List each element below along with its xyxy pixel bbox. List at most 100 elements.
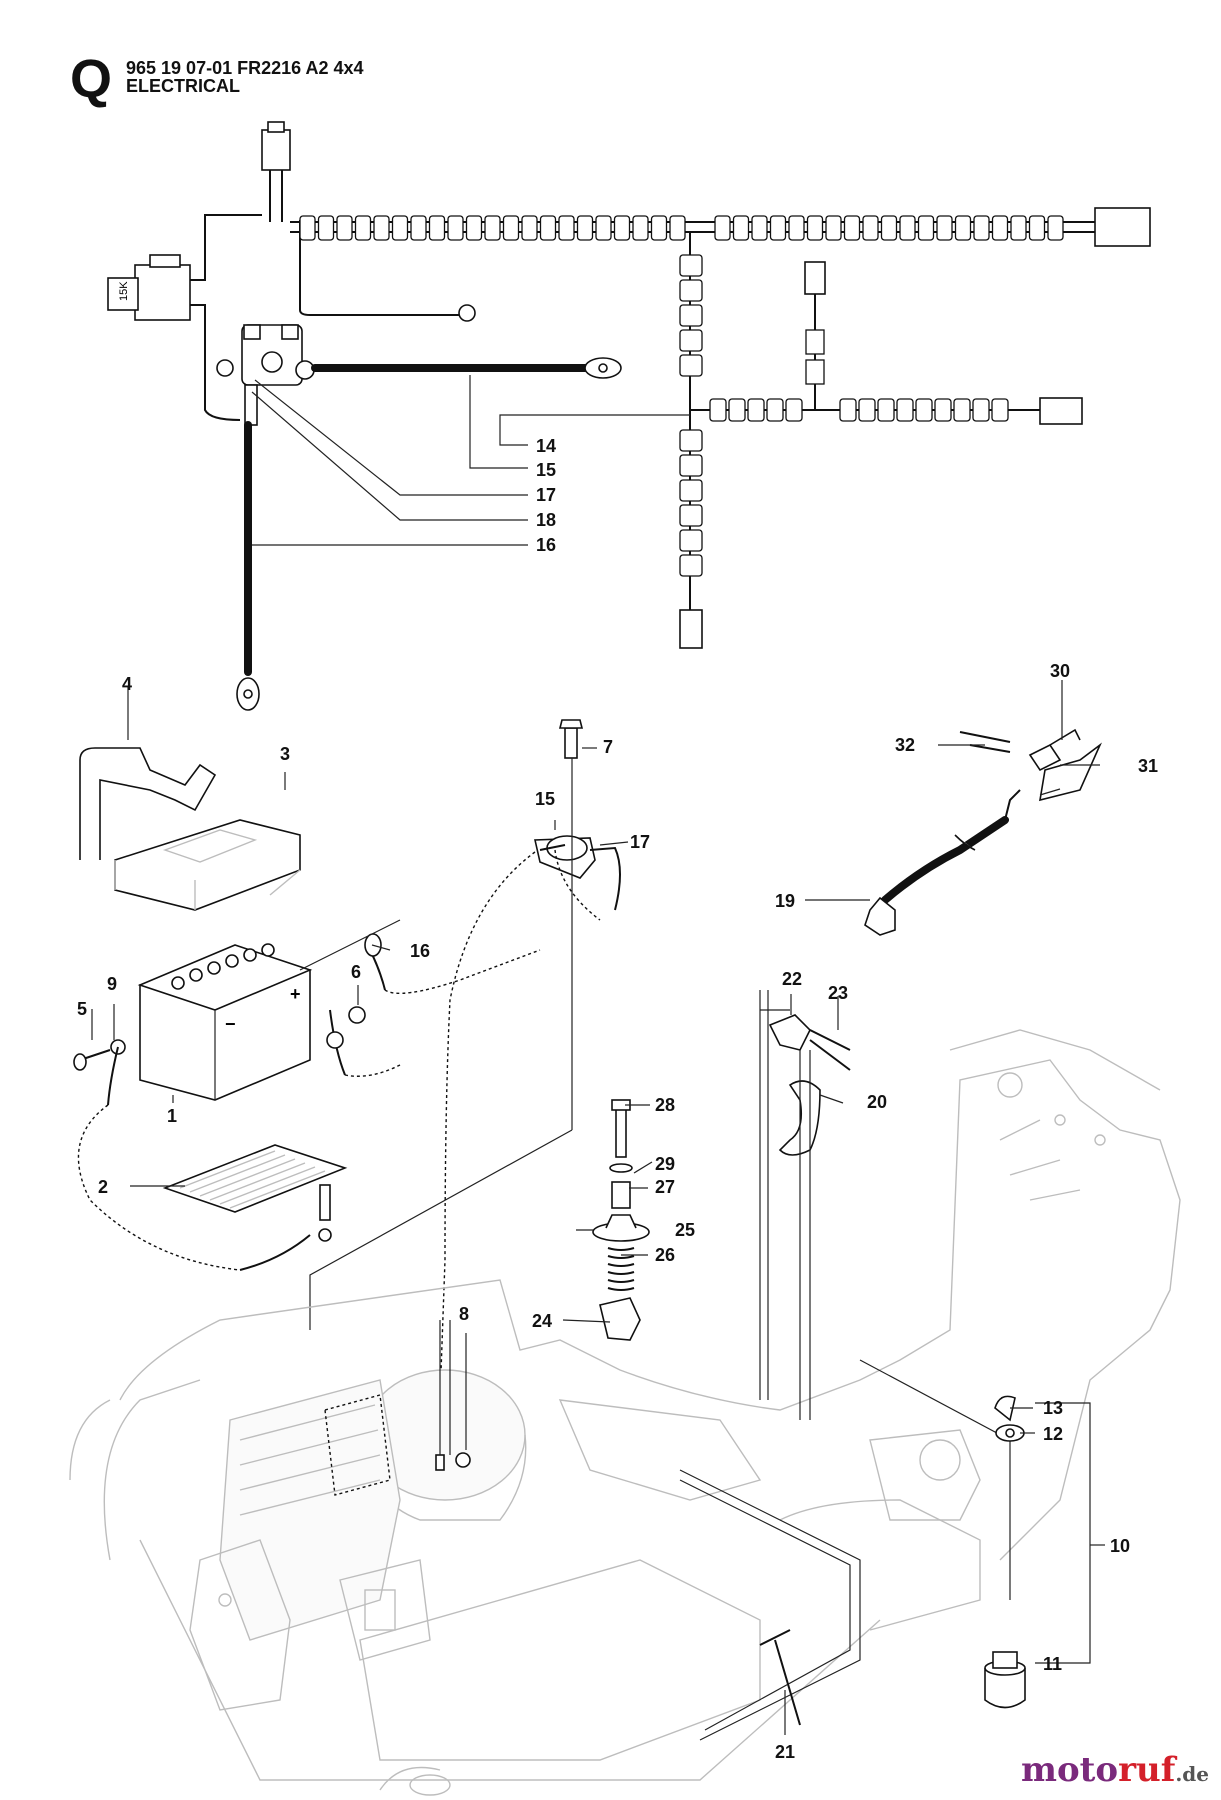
callout-30: 30: [1050, 661, 1070, 681]
callout-7: 7: [603, 737, 613, 757]
sleeve-segment: [410, 215, 427, 241]
sleeve-segment: [502, 215, 520, 241]
callout-15b: 15: [535, 789, 555, 809]
sleeve-segment: [373, 215, 390, 241]
sleeve-segment: [934, 398, 952, 422]
sleeve-segment: [447, 215, 464, 241]
sleeve-segment: [880, 215, 898, 241]
callout-31: 31: [1138, 756, 1158, 776]
sleeve-segment: [839, 398, 857, 422]
callout-26: 26: [655, 1245, 675, 1265]
sleeve-segment: [732, 215, 750, 241]
watermark: motoruf.de: [1021, 1750, 1209, 1790]
callout-23: 23: [828, 983, 848, 1003]
sleeve-segment: [595, 215, 612, 241]
harness-branch-sleeve: [679, 254, 703, 577]
seat-switch: [768, 1014, 851, 1071]
callout-29: 29: [655, 1154, 675, 1174]
sleeve-segment: [915, 398, 933, 422]
sleeve-segment: [917, 215, 935, 241]
svg-text:−: −: [225, 1014, 236, 1034]
sleeve-segment: [1010, 215, 1027, 241]
callout-18: 18: [536, 510, 556, 530]
harness-top-connector: [261, 129, 291, 171]
sleeve-segment: [465, 215, 483, 241]
battery-nut: [348, 1006, 366, 1024]
tractor-chassis: [69, 1029, 1181, 1796]
sleeve-segment: [954, 215, 972, 241]
callout-11: 11: [1043, 1654, 1062, 1674]
sleeve-segment: [728, 398, 746, 422]
sleeve-segment: [679, 329, 703, 352]
sleeve-segment: [679, 479, 703, 502]
sleeve-segment: [679, 454, 703, 477]
callout-19: 19: [775, 891, 795, 911]
sleeve-segment: [391, 215, 409, 241]
pedal-switch-stack: [592, 1099, 650, 1341]
reverse-switch: [759, 1629, 801, 1726]
sleeve-segment: [650, 215, 668, 241]
callout-10: 10: [1110, 1536, 1130, 1556]
sleeve-segment: [806, 215, 824, 241]
sleeve-segment: [484, 215, 501, 241]
sleeve-segment: [973, 215, 990, 241]
sleeve-segment: [788, 215, 805, 241]
sleeve-segment: [991, 215, 1009, 241]
starter-solenoid: [216, 324, 315, 426]
sleeve-segment: [679, 254, 703, 277]
callout-21: 21: [775, 1742, 795, 1762]
sleeve-segment: [354, 215, 372, 241]
ground-bolt: [319, 1184, 331, 1221]
callout-27: 27: [655, 1177, 675, 1197]
sleeve-segment: [669, 215, 686, 241]
callout-2: 2: [98, 1177, 108, 1197]
callout-28: 28: [655, 1095, 675, 1115]
sleeve-segment: [521, 215, 538, 241]
sleeve-segment: [769, 215, 787, 241]
callout-5: 5: [77, 999, 87, 1019]
watermark-domain: .de: [1175, 1762, 1209, 1786]
callout-12: 12: [1043, 1424, 1063, 1444]
sleeve-segment: [825, 215, 842, 241]
sleeve-segment: [877, 398, 895, 422]
battery-hold-down: [79, 747, 217, 860]
sleeve-segment: [709, 398, 727, 422]
sleeve-segment: [972, 398, 990, 422]
battery: − +: [137, 943, 313, 1101]
harness-trunk-sleeve: [299, 215, 1064, 241]
relay-label: 15K: [118, 281, 130, 301]
engine-nut: [455, 1452, 471, 1468]
sleeve-segment: [558, 215, 575, 241]
sleeve-segment: [858, 398, 876, 422]
sleeve-segment: [299, 215, 316, 241]
callout-8: 8: [459, 1304, 469, 1324]
hour-meter-assembly: [984, 1395, 1026, 1709]
callout-32: 32: [895, 735, 915, 755]
sleeve-segment: [862, 215, 879, 241]
harness-branch-sleeve-2: [709, 398, 1009, 422]
leader-lines-top: [251, 375, 690, 546]
callout-22: 22: [782, 969, 802, 989]
alternator-region: [324, 1394, 391, 1496]
sleeve-segment: [679, 529, 703, 552]
watermark-accent: ruf: [1118, 1750, 1176, 1790]
watermark-main: moto: [1021, 1750, 1119, 1790]
sleeve-segment: [899, 215, 916, 241]
sleeve-segment: [751, 215, 768, 241]
section-letter: Q: [70, 49, 113, 109]
sleeve-segment: [679, 354, 703, 377]
battery-cover: [114, 819, 301, 911]
harness-plug-19: [864, 896, 896, 936]
section-title: ELECTRICAL: [126, 76, 240, 96]
callout-20: 20: [867, 1092, 887, 1112]
solenoid-mounted: [534, 719, 621, 911]
engine: [189, 1369, 527, 1711]
sleeve-segment: [613, 215, 631, 241]
callout-17b: 17: [630, 832, 650, 852]
starter-relay: 15K: [107, 254, 191, 321]
sleeve-segment: [679, 504, 703, 527]
callout-17: 17: [536, 485, 556, 505]
sleeve-segment: [714, 215, 731, 241]
sleeve-segment: [336, 215, 353, 241]
sleeve-segment: [991, 398, 1009, 422]
